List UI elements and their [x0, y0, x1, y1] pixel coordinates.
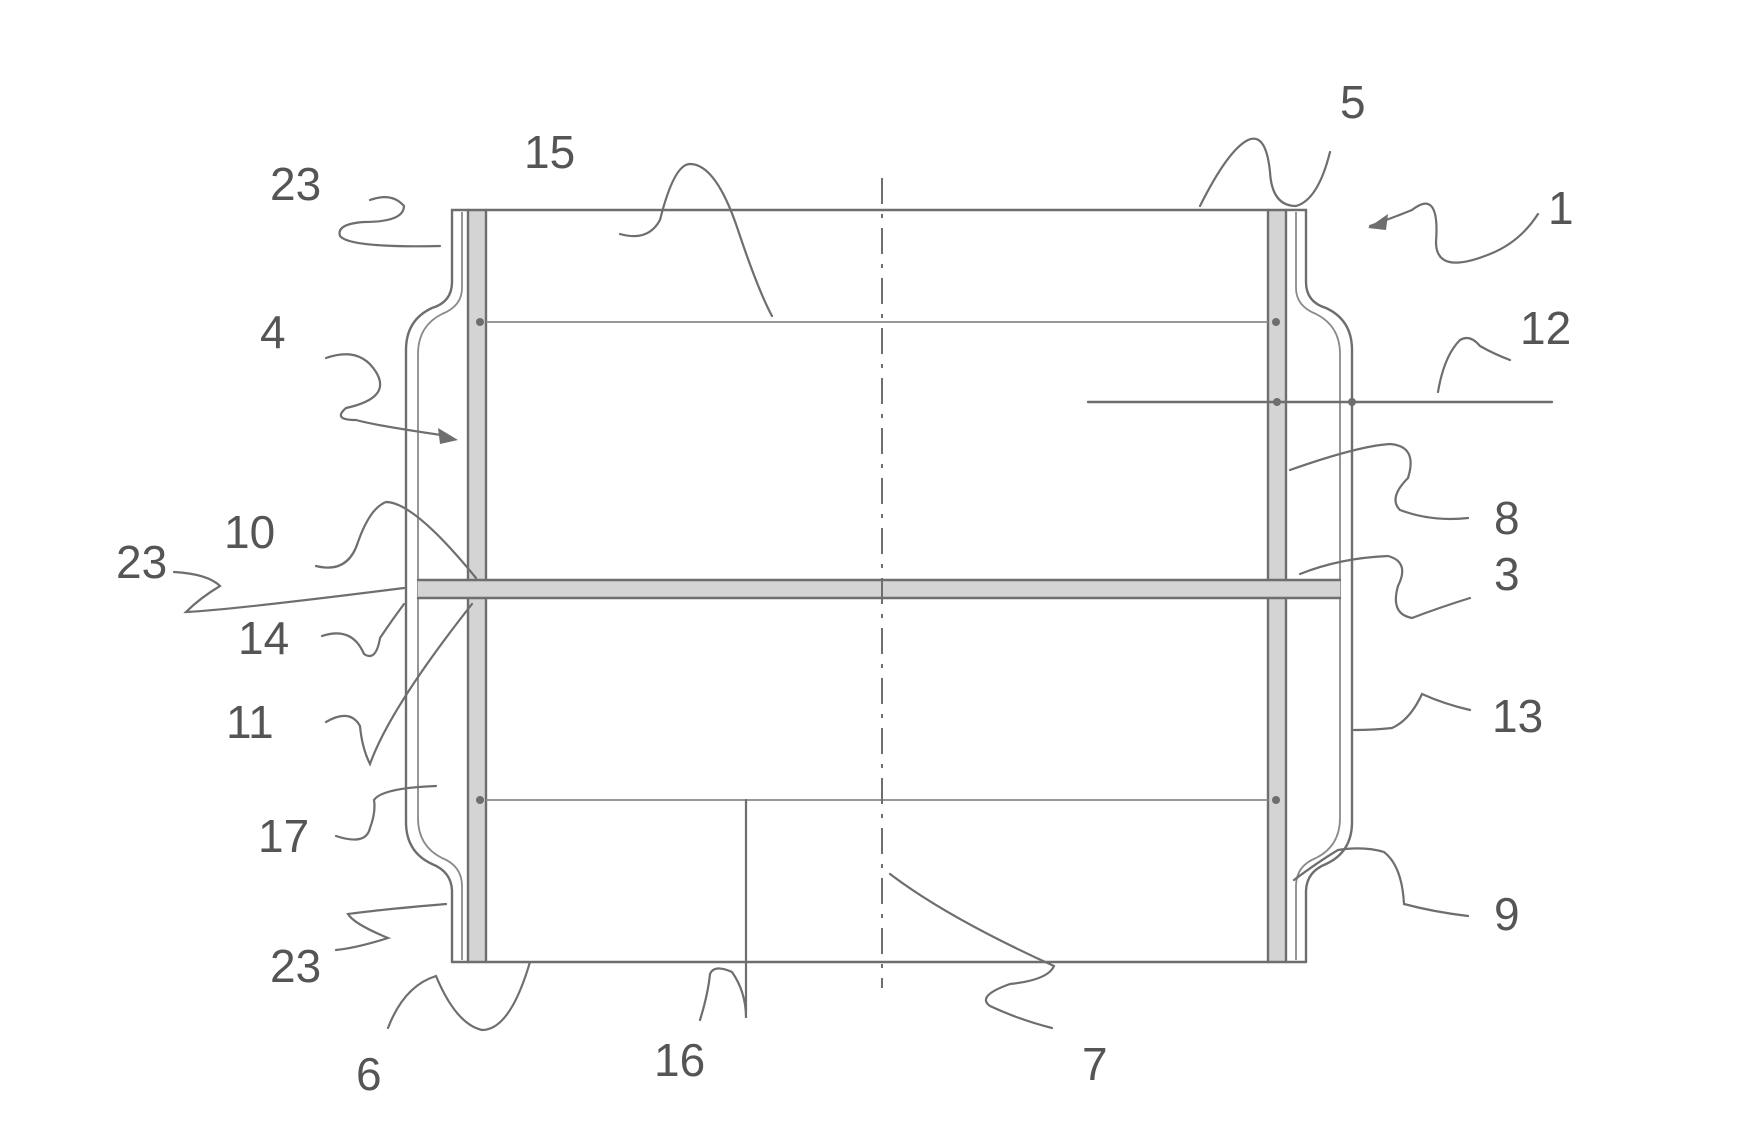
ref-1: 1 [1548, 182, 1574, 234]
leader-5 [1200, 139, 1330, 206]
leader-4 [326, 354, 448, 436]
level-marker-15-right [1272, 318, 1280, 326]
section-12-marker-outer [1348, 398, 1356, 406]
section-12-marker-inner [1273, 398, 1281, 406]
leader-12 [1438, 338, 1510, 392]
level-marker-16-left [476, 796, 484, 804]
ref-15: 15 [524, 126, 575, 178]
leader-1 [1370, 204, 1538, 263]
leader-9 [1294, 848, 1468, 916]
arrow-4 [438, 428, 458, 444]
ref-3: 3 [1494, 548, 1520, 600]
leader-16 [700, 800, 746, 1020]
ref-9: 9 [1494, 888, 1520, 940]
ref-13: 13 [1492, 690, 1543, 742]
leader-8 [1290, 444, 1468, 519]
leader-11 [326, 604, 472, 764]
ref-5: 5 [1340, 76, 1366, 128]
ref-7: 7 [1082, 1038, 1108, 1090]
leader-13 [1354, 694, 1470, 730]
leader-17 [336, 786, 436, 840]
arrow-1 [1368, 214, 1388, 230]
level-marker-16-right [1272, 796, 1280, 804]
ref-11: 11 [226, 696, 274, 748]
ref-14: 14 [238, 612, 289, 664]
horizontal-plate [418, 580, 1340, 598]
ref-8: 8 [1494, 492, 1520, 544]
ref-16: 16 [654, 1034, 705, 1086]
ref-6: 6 [356, 1048, 382, 1100]
leader-15 [620, 164, 772, 316]
ref-12: 12 [1520, 302, 1571, 354]
ref-23a: 23 [270, 158, 321, 210]
level-marker-15-left [476, 318, 484, 326]
ref-17: 17 [258, 810, 309, 862]
ref-23c: 23 [270, 940, 321, 992]
leader-6 [388, 962, 530, 1030]
ref-23b: 23 [116, 536, 167, 588]
leader-23c [336, 904, 446, 950]
leader-23b [174, 572, 404, 612]
leader-14 [322, 604, 404, 656]
ref-4: 4 [260, 306, 286, 358]
leader-7 [890, 874, 1054, 1028]
leader-23a [340, 197, 441, 246]
leader-10 [316, 502, 476, 578]
ref-10: 10 [224, 506, 275, 558]
